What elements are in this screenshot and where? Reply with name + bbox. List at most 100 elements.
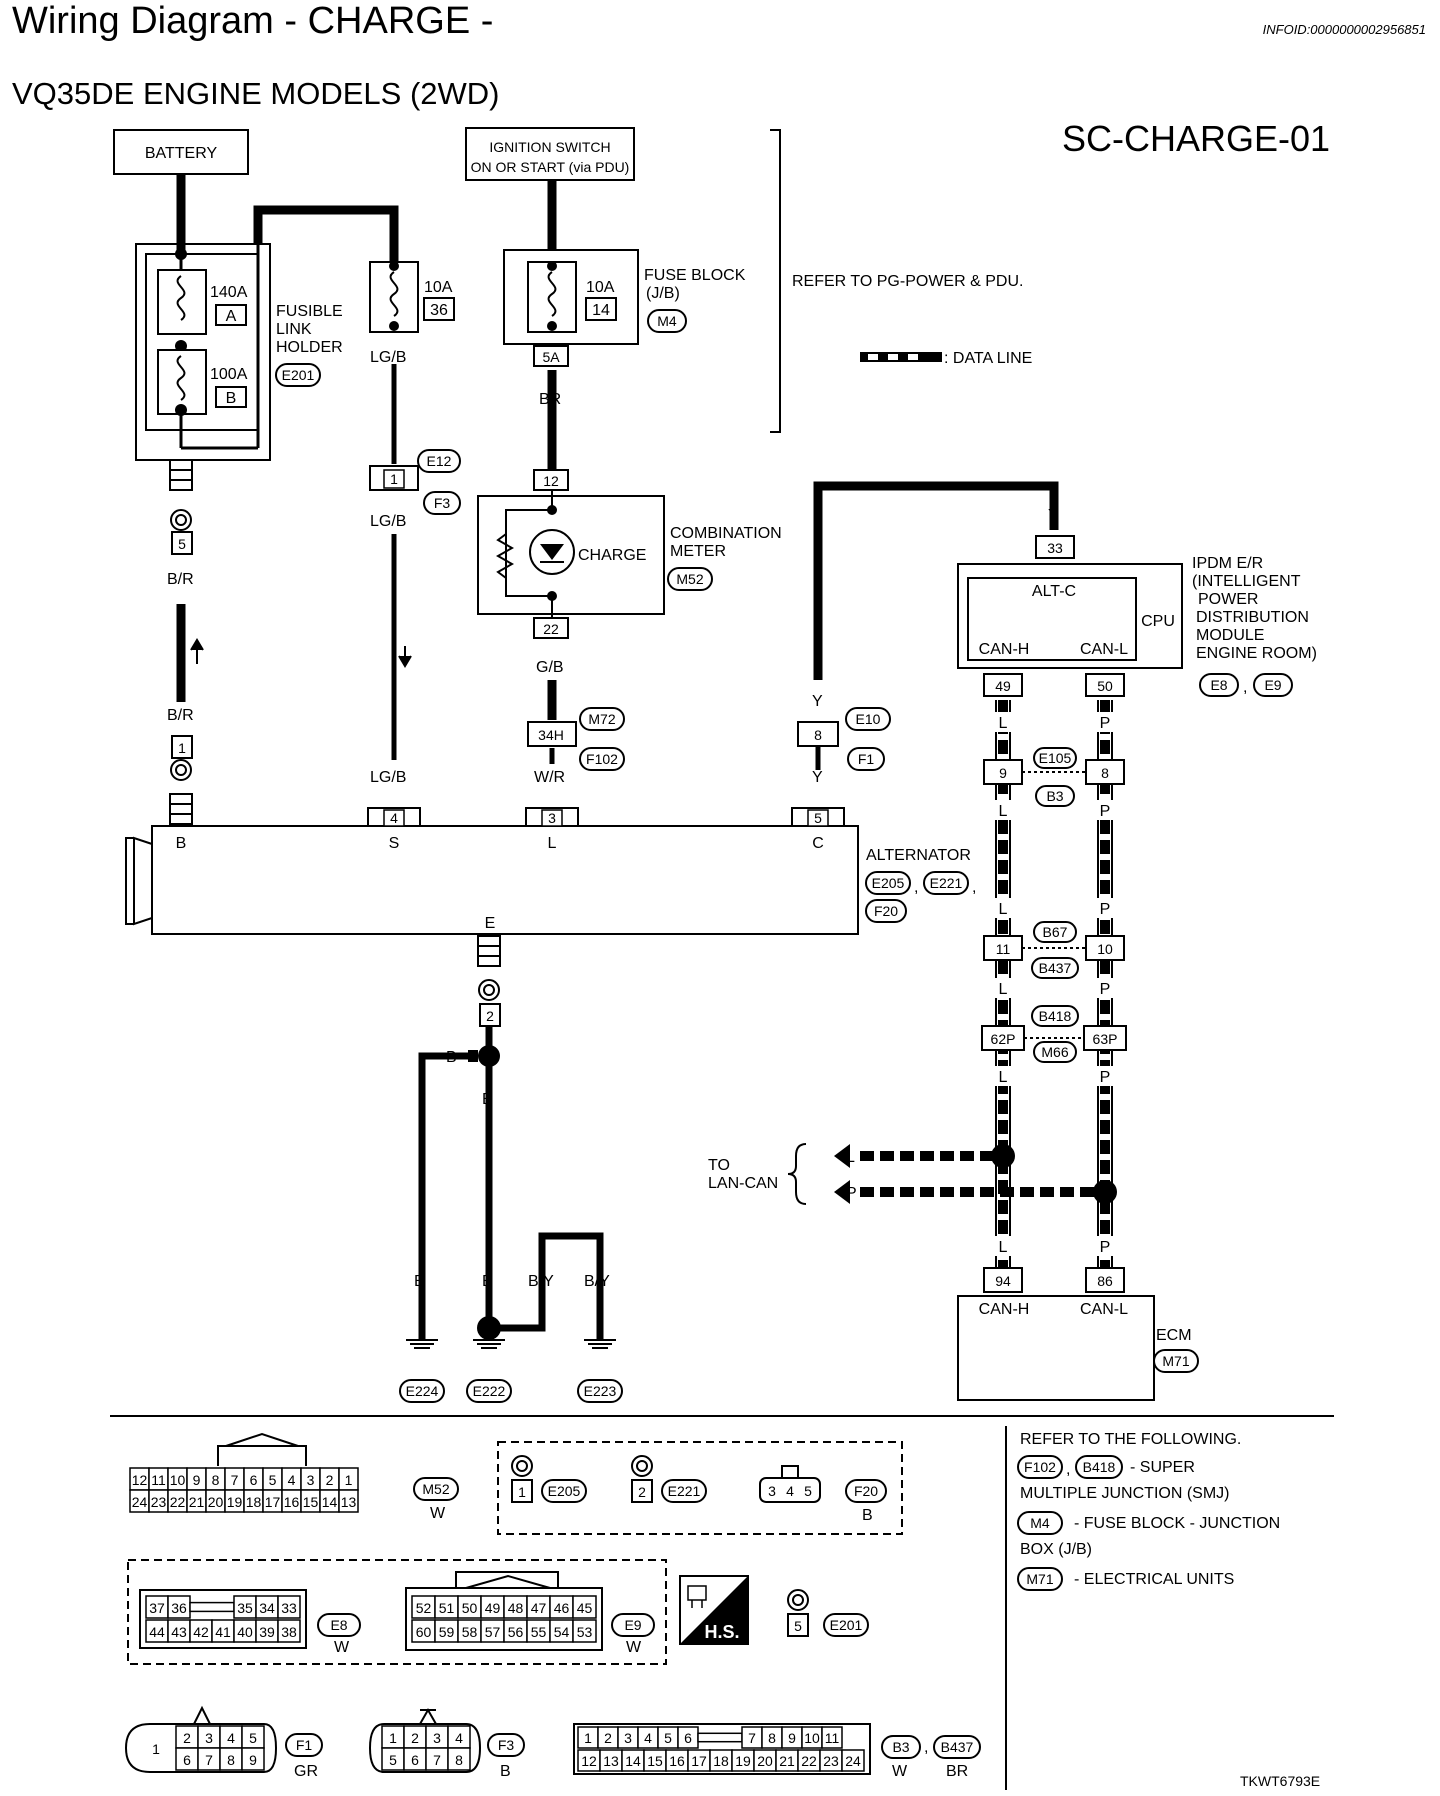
fusible-link-label-3: HOLDER [276,339,343,356]
diagram-code: SC-CHARGE-01 [1062,118,1331,159]
battery-label: BATTERY [145,145,218,162]
svg-text:L: L [548,835,557,852]
svg-text:F3: F3 [498,1737,515,1753]
svg-text:P: P [1100,901,1111,918]
wire-label-lgb-1: LG/B [370,349,406,366]
connector-pin-number: 16 [284,1494,300,1510]
connector-pin-number: 4 [455,1730,463,1746]
connector-pin-number: 19 [227,1494,243,1510]
lan-can-branch: L P TO LAN-CAN L P [708,1143,1118,1256]
svg-text:W: W [430,1505,446,1522]
info-id: INFOID:0000000002956851 [1262,22,1426,37]
svg-text:F1: F1 [858,751,875,767]
connector-view-e201: 5 E201 [787,1589,869,1637]
meter-label-2: METER [670,543,726,560]
terminal-stack-top: 5 [169,459,193,555]
connector-pin-number: 8 [227,1752,235,1768]
svg-text:W: W [626,1639,642,1656]
svg-text:B67: B67 [1043,924,1068,940]
svg-text:ALTERNATOR: ALTERNATOR [866,847,971,864]
alternator: 4 3 5 B S L C E ALTERNATOR E205 , E221 ,… [125,807,976,935]
svg-text:50: 50 [1097,678,1113,694]
wire-label-br-top: B/R [167,571,194,588]
dashed-group-2 [127,1559,667,1665]
connector-pin-number: 11 [151,1472,166,1488]
svg-text:P: P [1100,803,1111,820]
svg-text:L: L [999,715,1008,732]
svg-text:ECM: ECM [1156,1327,1192,1344]
connector-pin-number: 39 [259,1624,275,1640]
svg-text:B418: B418 [1083,1459,1116,1475]
dashed-group-1 [497,1441,903,1535]
connector-pin-cell [277,1595,301,1619]
svg-text:4: 4 [390,810,398,826]
svg-text:CPU: CPU [1141,613,1175,630]
connector-pin-number: 2 [604,1730,612,1746]
connector-pin-number: 4 [288,1472,296,1488]
connector-pin-number: 18 [246,1494,262,1510]
wire-label-y-mid: Y [812,693,823,710]
svg-text:2: 2 [486,1008,494,1024]
svg-text:E201: E201 [830,1617,863,1633]
svg-text:63P: 63P [1093,1031,1118,1047]
svg-text:1: 1 [152,1741,160,1757]
charge-label: CHARGE [578,547,646,564]
connector-pin-number: 54 [554,1624,570,1640]
wire-label-y-top: Y [1048,507,1059,524]
connector-pin-number: 2 [411,1730,419,1746]
svg-text:F20: F20 [854,1483,878,1499]
svg-text:E9: E9 [624,1617,641,1633]
svg-text:33: 33 [1047,540,1063,556]
connector-pin-number: 4 [644,1730,652,1746]
connector-pin-number: 13 [341,1494,357,1510]
connector-pin-number: 41 [215,1624,231,1640]
svg-text:36: 36 [430,302,448,319]
connector-pin-number: 15 [647,1753,663,1769]
svg-text:- SUPER: - SUPER [1130,1459,1195,1476]
fuse-block-jb: 10A 14 FUSE BLOCK (J/B) M4 [503,249,746,345]
svg-text:E221: E221 [668,1483,701,1499]
svg-text:5: 5 [814,810,822,826]
fuse-10a-36: 10A 36 [369,261,455,333]
page-subtitle: VQ35DE ENGINE MODELS (2WD) [12,76,500,111]
svg-text:DISTRIBUTION: DISTRIBUTION [1196,609,1309,626]
connector-pin-number: 20 [208,1494,224,1510]
battery-block: BATTERY [113,129,249,175]
svg-text:,: , [1066,1461,1070,1478]
wire-label-y-bottom: Y [812,769,823,786]
connector-tag-e201: E201 [275,363,321,387]
svg-text:M66: M66 [1041,1044,1068,1060]
connector-pin-number: 59 [439,1624,455,1640]
svg-text:E205: E205 [872,875,905,891]
svg-text:34H: 34H [538,727,564,743]
connector-pin-number: 7 [231,1472,239,1488]
svg-text:B/Y: B/Y [528,1273,554,1290]
connector-pin-number: 16 [669,1753,685,1769]
connector-pin-number: 3 [205,1730,213,1746]
svg-text:CAN-L: CAN-L [1080,641,1128,658]
connector-pin-number: 9 [249,1752,257,1768]
svg-text:E224: E224 [406,1383,439,1399]
connector-pin-number: 9 [788,1730,796,1746]
connector-pin-number: 3 [624,1730,632,1746]
connector-pin-number: 12 [132,1472,148,1488]
connector-pin-cell [841,1749,865,1772]
pin-5a: 5A [533,345,569,367]
svg-text:E221: E221 [930,875,963,891]
connector-key [697,1732,743,1743]
svg-text:P: P [1100,1069,1111,1086]
svg-text:W: W [892,1763,908,1780]
svg-text:,: , [1243,679,1247,696]
connector-pin-cell [572,1619,597,1643]
svg-text:E8: E8 [330,1617,347,1633]
svg-text:,: , [914,879,918,896]
connector-pin-number: 35 [237,1600,253,1616]
svg-text:,: , [924,1739,928,1756]
wire-label-gb: G/B [536,659,564,676]
svg-text:22: 22 [543,621,559,637]
svg-text:E105: E105 [1039,750,1072,766]
wire-label-br-bottom: B/R [167,707,194,724]
arrow-left-icon [834,1180,850,1204]
